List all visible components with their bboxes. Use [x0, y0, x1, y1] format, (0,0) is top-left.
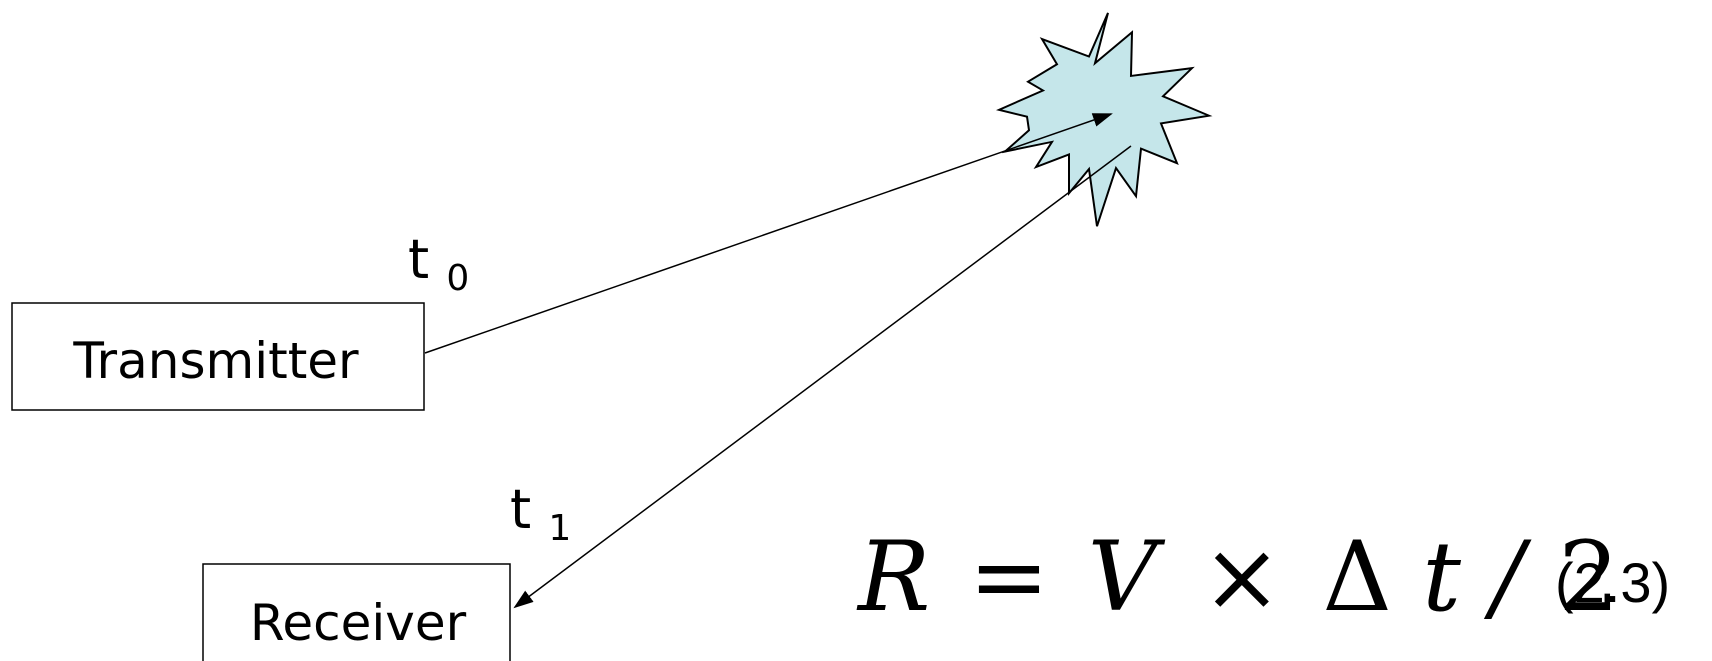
- range-equation: R = V × Δ t / 2: [856, 521, 1619, 633]
- reflected-signal-arrow: [513, 145, 1132, 609]
- equation-number: (2.3): [1555, 551, 1670, 614]
- transmitted-signal-arrow: [424, 113, 1113, 354]
- receive-time-label: t 1: [510, 478, 571, 549]
- equation-R: R: [856, 521, 930, 633]
- equation-equals: =: [969, 521, 1049, 633]
- transmitter-label: Transmitter: [72, 332, 359, 390]
- transmit-time-label: t 0: [408, 228, 469, 299]
- transmit-time-base: t: [408, 228, 429, 291]
- equation-delta: Δ: [1323, 521, 1392, 633]
- receiver-box: [202, 563, 511, 661]
- equation-two: 2: [1558, 521, 1619, 633]
- receive-time-base: t: [510, 478, 531, 541]
- transmit-time-sub: 0: [446, 258, 469, 299]
- equation-divide: /: [1483, 521, 1532, 633]
- equation-t: t: [1422, 521, 1461, 633]
- equation-V: V: [1088, 521, 1166, 633]
- equation-times: ×: [1202, 521, 1282, 633]
- explosion-star-icon: [995, 12, 1213, 227]
- transmitter-box: [11, 302, 425, 411]
- receiver-label: Receiver: [250, 594, 467, 652]
- receive-time-sub: 1: [548, 508, 571, 549]
